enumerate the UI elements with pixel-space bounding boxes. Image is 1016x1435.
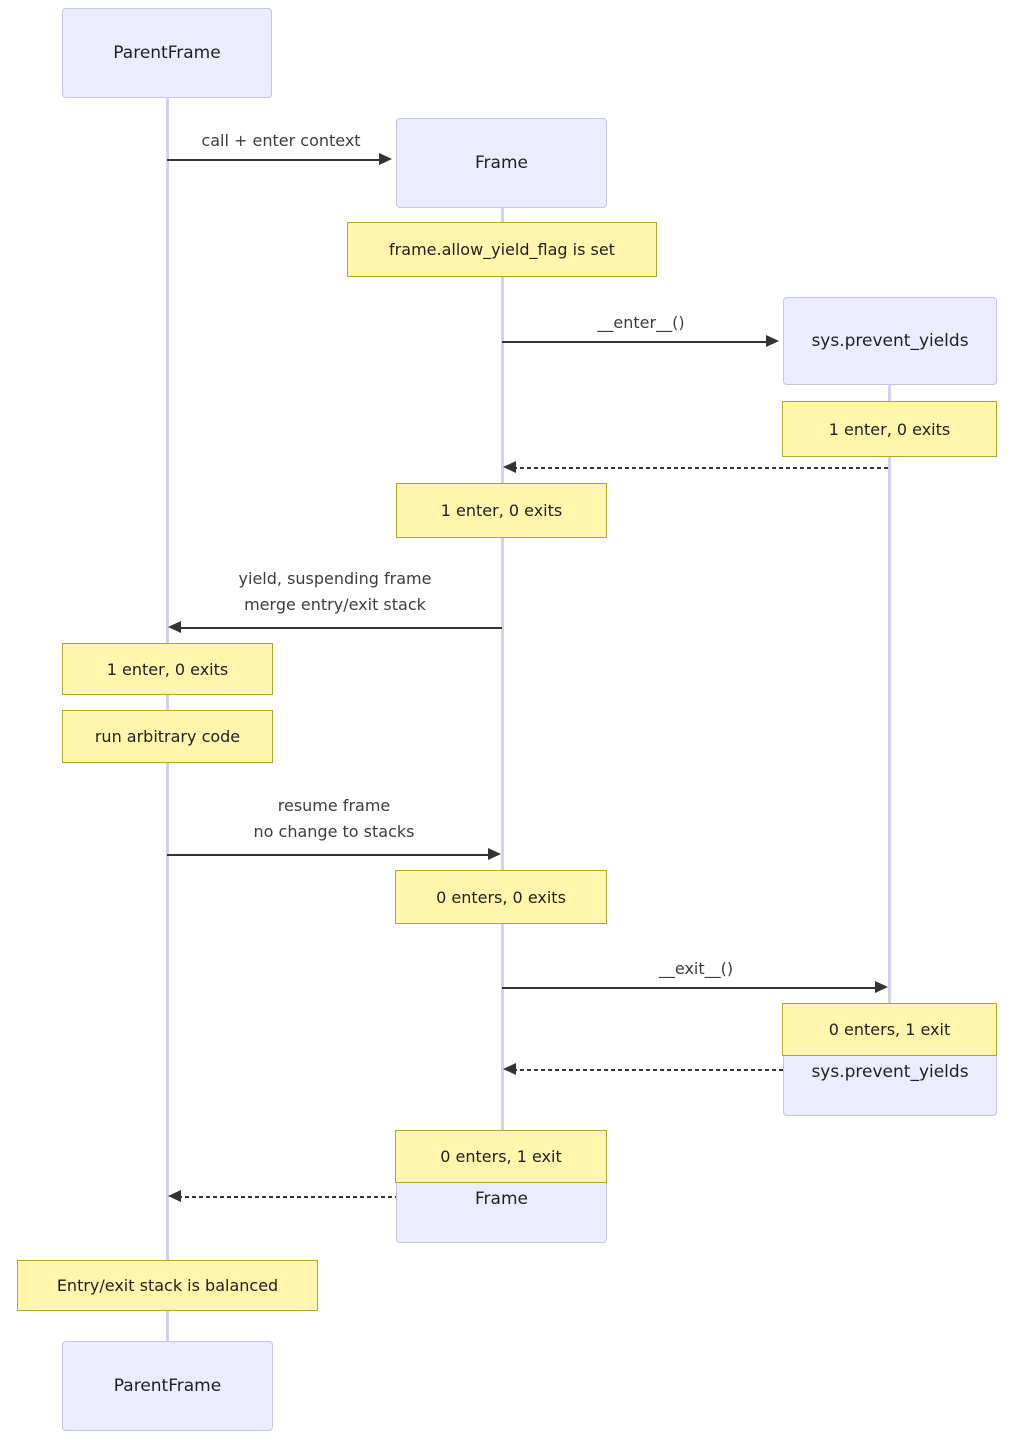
message-line-7	[513, 1069, 889, 1071]
actor-box-parentframe-bottom: ParentFrame	[62, 1341, 273, 1431]
lifeline-sys-prevent-yields	[888, 385, 891, 1075]
message-line-5	[167, 854, 491, 856]
actor-box-parentframe-top: ParentFrame	[62, 8, 272, 98]
message-arrowhead-7	[503, 1063, 516, 1075]
message-arrowhead-3	[503, 461, 516, 473]
actor-box-sys-prevent-yields-top: sys.prevent_yields	[783, 297, 997, 385]
message-arrowhead-6	[875, 981, 888, 993]
message-line-6	[502, 987, 878, 989]
message-arrowhead-2	[766, 335, 779, 347]
message-line-3	[513, 467, 889, 469]
message-arrowhead-8	[168, 1190, 181, 1202]
note-7: 0 enters, 1 exit	[782, 1003, 997, 1056]
message-line-1	[167, 159, 382, 161]
note-5: run arbitrary code	[62, 710, 273, 763]
note-9: Entry/exit stack is balanced	[17, 1260, 318, 1311]
note-2: 1 enter, 0 exits	[782, 401, 997, 457]
message-label-2: __enter__()	[597, 313, 685, 332]
note-8: 0 enters, 1 exit	[395, 1130, 607, 1183]
note-3: 1 enter, 0 exits	[396, 483, 607, 538]
note-6: 0 enters, 0 exits	[395, 870, 607, 924]
actor-box-frame-top: Frame	[396, 118, 607, 208]
message-label-5: resume frame no change to stacks	[253, 796, 415, 841]
message-arrowhead-5	[488, 848, 501, 860]
message-arrowhead-4	[168, 621, 181, 633]
note-1: frame.allow_yield_flag is set	[347, 222, 657, 277]
note-4: 1 enter, 0 exits	[62, 643, 273, 695]
message-line-4	[178, 627, 502, 629]
message-arrowhead-1	[379, 153, 392, 165]
message-label-6: __exit__()	[658, 959, 734, 978]
message-line-8	[178, 1196, 502, 1198]
lifeline-frame	[501, 208, 504, 1200]
message-line-2	[502, 341, 769, 343]
message-label-4: yield, suspending frame merge entry/exit…	[238, 569, 432, 614]
message-label-1: call + enter context	[201, 131, 361, 150]
